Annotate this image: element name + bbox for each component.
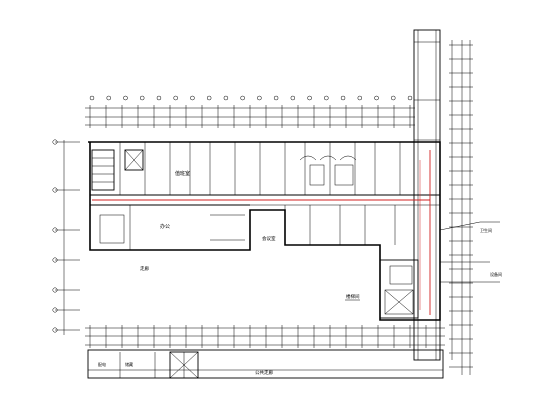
grid-bubble-top — [206, 95, 212, 101]
label-upper-room: 值班室 — [175, 170, 190, 177]
grid-bubble-top — [374, 95, 379, 101]
grid-bubble-top — [223, 95, 229, 101]
upper-rooms — [91, 142, 401, 195]
grid-bubble-top — [139, 95, 145, 101]
grid-bubble-top — [257, 95, 262, 101]
grid-bubble-top — [391, 95, 396, 101]
building-outline — [88, 141, 441, 321]
grid-bubble-top — [89, 95, 95, 101]
label-west: 走廊 — [140, 265, 149, 272]
grid-bubble-top — [123, 95, 128, 101]
room-labels: 办公 值班室 卫生间 公共走廊 楼梯间 设备间 走廊 配电 储藏 会议室 — [98, 170, 502, 376]
grid-bubble-left — [52, 257, 58, 263]
grid-bubble-top — [340, 95, 346, 101]
grid-bubble-top — [324, 95, 329, 101]
grid-bubble-top — [290, 95, 296, 101]
lower-annex — [87, 349, 444, 379]
lower-rooms — [99, 205, 396, 250]
grid-bubbles-top — [89, 95, 413, 101]
grid-bubble-left — [52, 307, 58, 313]
callouts — [345, 221, 500, 301]
label-main-hall: 办公 — [160, 223, 170, 230]
grid-bubble-top — [173, 95, 178, 101]
grid-bubble-top — [357, 95, 363, 101]
axis-lines-left — [55, 140, 80, 335]
grid-bubble-left — [52, 327, 58, 333]
grid-bubbles-left — [52, 139, 58, 333]
east-wing — [379, 259, 419, 319]
dimension-lines-top — [85, 105, 415, 128]
grid-bubble-left — [52, 227, 58, 233]
grid-bubble-left — [52, 139, 58, 145]
label-right: 卫生间 — [480, 227, 492, 233]
grid-bubble-left — [52, 287, 58, 293]
label-stair: 楼梯间 — [346, 293, 360, 300]
grid-bubble-top — [307, 95, 312, 101]
grid-bubble-top — [106, 95, 111, 101]
grid-bubble-top — [273, 95, 279, 101]
label-bottom: 公共走廊 — [255, 369, 273, 376]
dimension-lines-right — [449, 40, 473, 375]
label-annex-left: 配电 — [98, 361, 106, 367]
grid-bubble-top — [156, 95, 162, 101]
grid-bubble-top — [407, 95, 413, 101]
label-annex-mid: 储藏 — [125, 361, 133, 367]
grid-bubble-top — [240, 95, 245, 101]
label-lower-room: 会议室 — [262, 235, 276, 242]
grid-bubble-left — [52, 187, 58, 193]
dimension-lines-bottom — [85, 325, 445, 348]
grid-bubble-top — [190, 95, 195, 101]
label-note-right: 设备间 — [490, 271, 502, 277]
